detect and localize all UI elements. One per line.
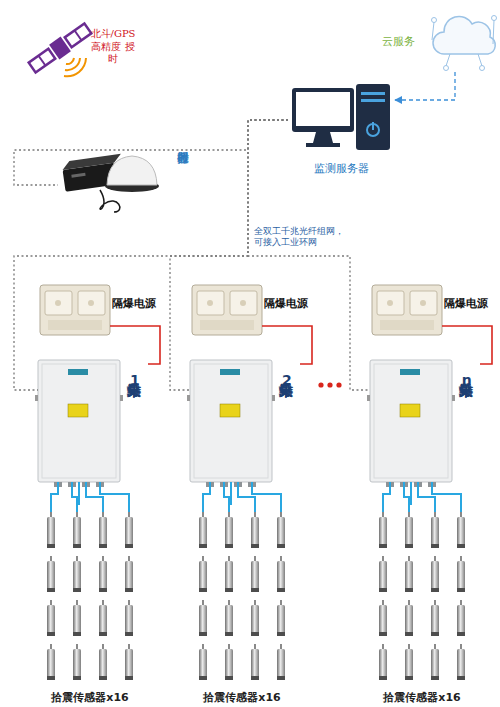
signal-arc	[65, 58, 80, 70]
explosion-proof-power: 隔爆电源	[38, 283, 156, 338]
explosion-proof-power: 隔爆电源	[190, 283, 308, 338]
sensor-cable	[230, 482, 232, 505]
solar-panel	[65, 24, 92, 48]
timing-source-label: 北斗/GPS 高精度 授时	[88, 28, 138, 66]
collection-substation: 采集分站1	[38, 358, 148, 482]
sensor-label: 拾震传感器x16	[184, 691, 300, 704]
fiber-network-link	[14, 120, 288, 390]
timing-server-icon	[61, 154, 159, 212]
power-label: 隔爆电源	[444, 297, 488, 310]
collection-substation: 采集分站2	[190, 358, 300, 482]
signal-arc	[64, 58, 86, 76]
cloud-net-line	[446, 54, 450, 66]
power-cable	[480, 326, 492, 364]
panel-line	[75, 30, 82, 40]
power-cable	[300, 326, 312, 364]
collection-substation: 采集分站n	[370, 358, 480, 482]
monitor-server: 监测服务器	[288, 80, 395, 180]
monitor	[292, 88, 354, 132]
cloud-net-dot	[444, 66, 449, 71]
sensor-cable	[78, 482, 80, 505]
cloud-service: 云服务	[380, 5, 497, 72]
station-unit	[187, 285, 308, 688]
power-symbol	[372, 122, 374, 130]
computer-icon	[292, 84, 390, 150]
sensor-label: 拾震传感器x16	[364, 691, 480, 704]
ellipsis-dots	[318, 382, 341, 387]
cloud-label: 云服务	[382, 35, 415, 48]
explosion-proof-power: 隔爆电源	[370, 283, 488, 338]
solar-panel	[29, 49, 56, 73]
sensor-label: 拾震传感器x16	[32, 691, 148, 704]
antenna-dome	[107, 156, 157, 185]
satellite-icon	[27, 21, 93, 76]
sensor-group: 拾震传感器x16	[184, 505, 300, 707]
station-unit	[367, 285, 488, 688]
fiber-network-link	[170, 120, 288, 390]
ellipsis-dot	[318, 382, 323, 387]
power-label: 隔爆电源	[264, 297, 308, 310]
fiber-network-link	[248, 120, 370, 390]
cloud-icon	[432, 16, 497, 71]
cloud-net-line	[432, 22, 434, 40]
panel-line	[39, 56, 46, 66]
cloud-net-line	[478, 54, 482, 66]
cloud-net-dot	[492, 16, 497, 21]
power-label: 隔爆电源	[112, 297, 156, 310]
monitor-screen	[296, 92, 350, 126]
ellipsis-dot	[336, 382, 341, 387]
cloud-net-dot	[480, 66, 485, 71]
cloud-link	[395, 72, 455, 100]
timing-server: 授时服务器	[58, 140, 192, 218]
network-note: 全双工千兆光纤组网，可接入工业环网	[254, 226, 352, 249]
sensor-group: 拾震传感器x16	[364, 505, 480, 707]
tower-slot	[361, 92, 385, 95]
sensor-cable	[410, 482, 412, 505]
timing-led	[71, 173, 85, 178]
antenna-cable	[100, 190, 120, 212]
cloud-net-line	[493, 20, 494, 44]
station-unit	[35, 285, 156, 688]
substation-label: 采集分站n	[458, 372, 475, 388]
signal-arc	[66, 58, 74, 64]
tower-slot	[361, 99, 385, 102]
ellipsis-dot	[327, 382, 332, 387]
power-cable	[148, 326, 160, 364]
computer-tower	[356, 84, 390, 150]
cloud-net-dot	[432, 18, 437, 23]
substation-label: 采集分站1	[126, 372, 143, 388]
fiber-network-link	[14, 120, 288, 185]
monitor-stand	[313, 132, 333, 143]
substation-label: 采集分站2	[278, 372, 295, 388]
server-label: 监测服务器	[288, 162, 395, 175]
cloud-shape	[433, 16, 495, 54]
sensor-group: 拾震传感器x16	[32, 505, 148, 707]
monitor-base	[306, 143, 340, 147]
